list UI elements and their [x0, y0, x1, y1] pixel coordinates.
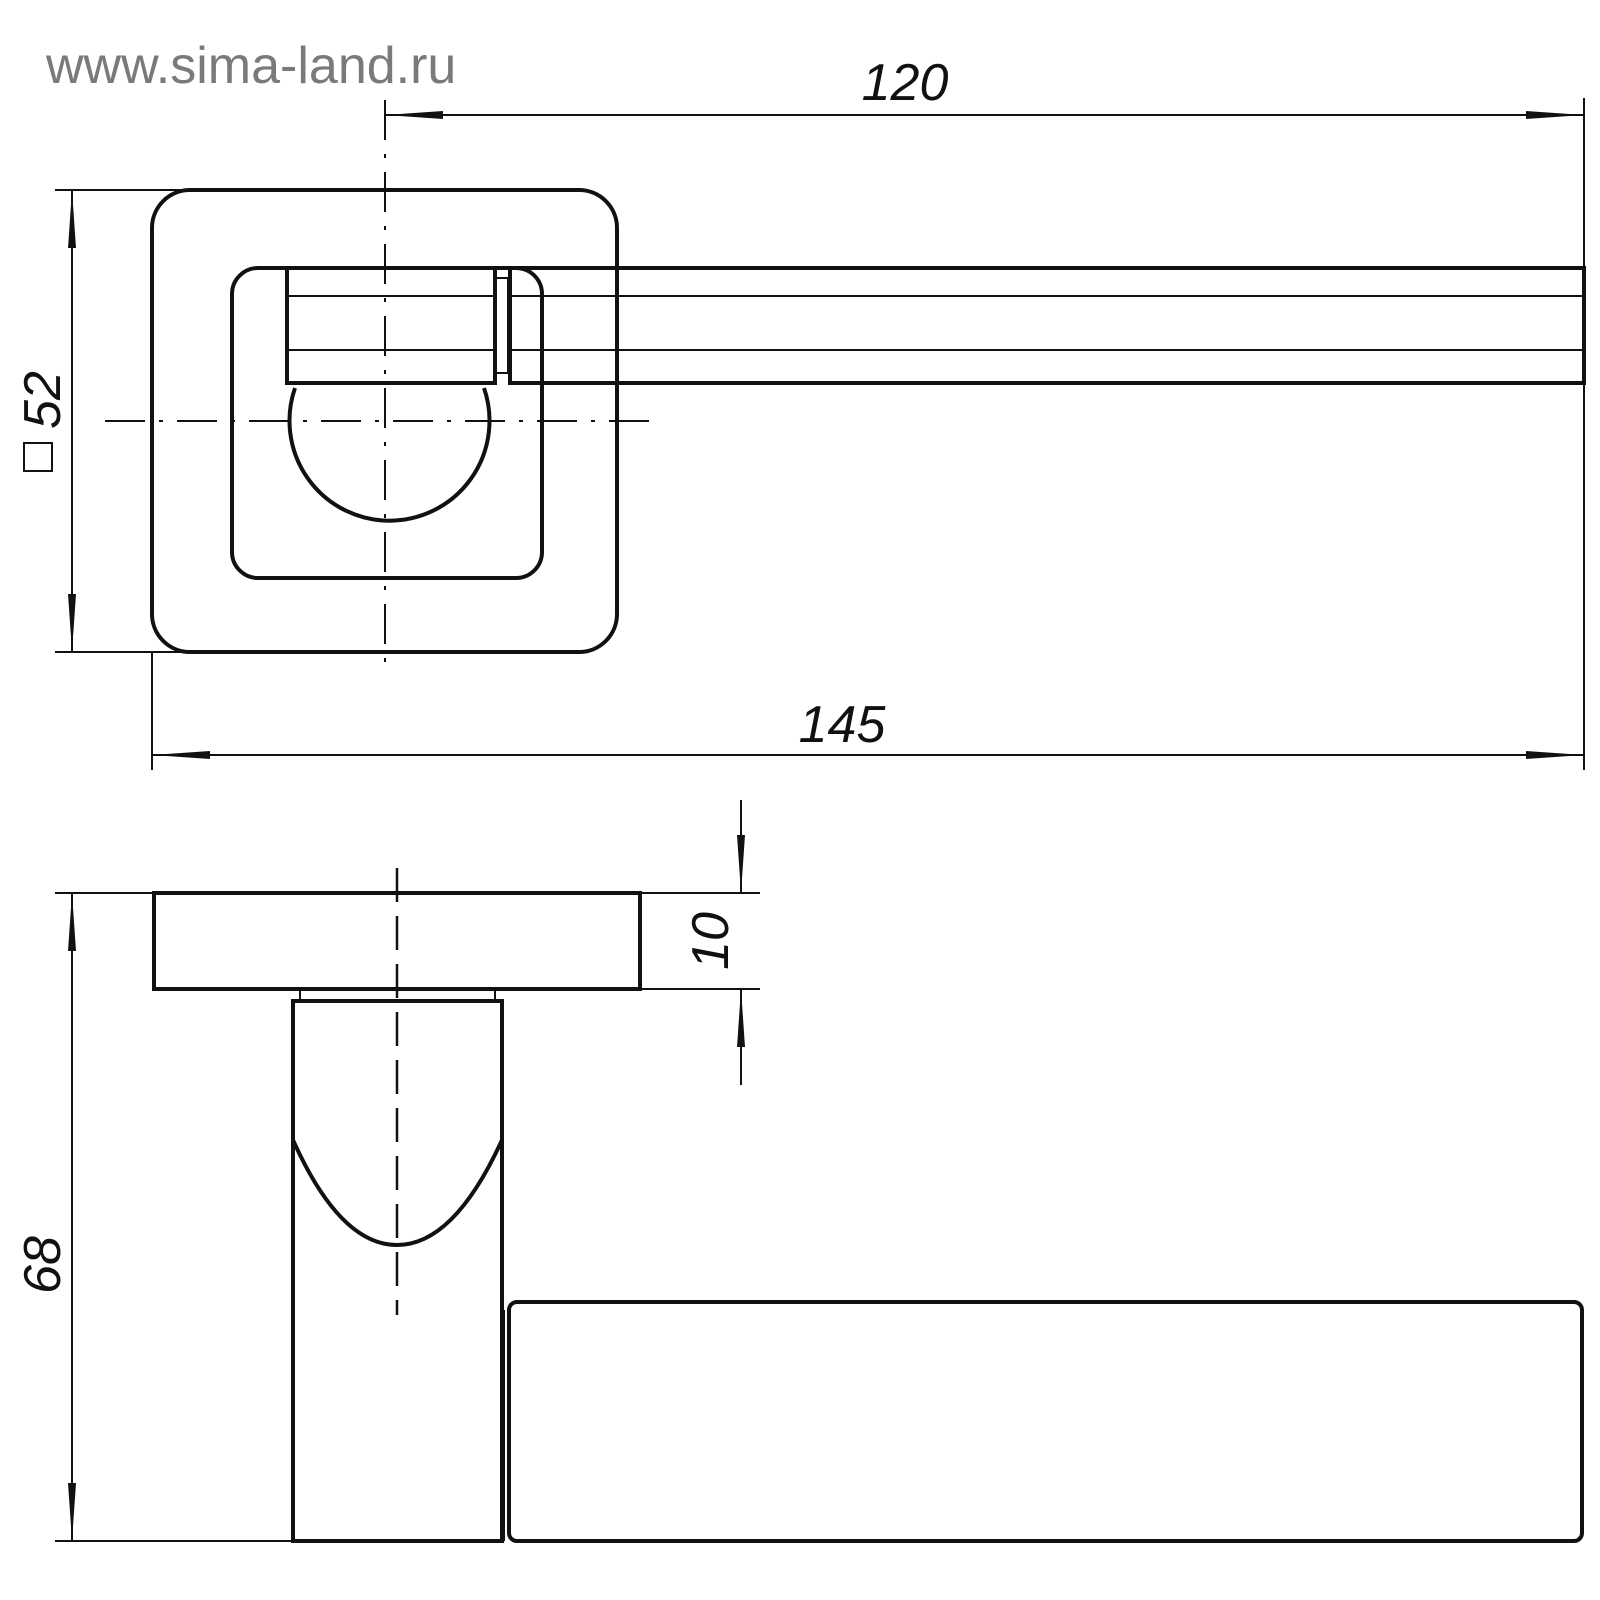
square-symbol-icon — [23, 442, 53, 472]
dimension-120: 120 — [385, 54, 1585, 270]
neck-side — [291, 999, 504, 1543]
dim-label-52: 52 — [14, 371, 72, 429]
dim-label-120: 120 — [862, 54, 949, 112]
top-view — [105, 100, 1586, 675]
neck-curve-side — [291, 1139, 504, 1248]
neck-circle — [287, 387, 492, 523]
dimension-10: 10 — [640, 800, 760, 1085]
lever-side — [507, 1300, 1584, 1543]
lever-head — [285, 266, 497, 385]
dim-label-10: 10 — [682, 912, 740, 970]
dim-label-145: 145 — [799, 696, 887, 754]
dimension-52: 52 — [14, 189, 190, 653]
dim-label-68: 68 — [14, 1236, 72, 1294]
watermark-text: www.sima-land.ru — [46, 37, 457, 95]
lever-bar — [508, 266, 1586, 385]
dimension-145: 145 — [151, 383, 1585, 770]
side-view — [152, 868, 1584, 1543]
dimension-68: 68 — [14, 892, 293, 1542]
